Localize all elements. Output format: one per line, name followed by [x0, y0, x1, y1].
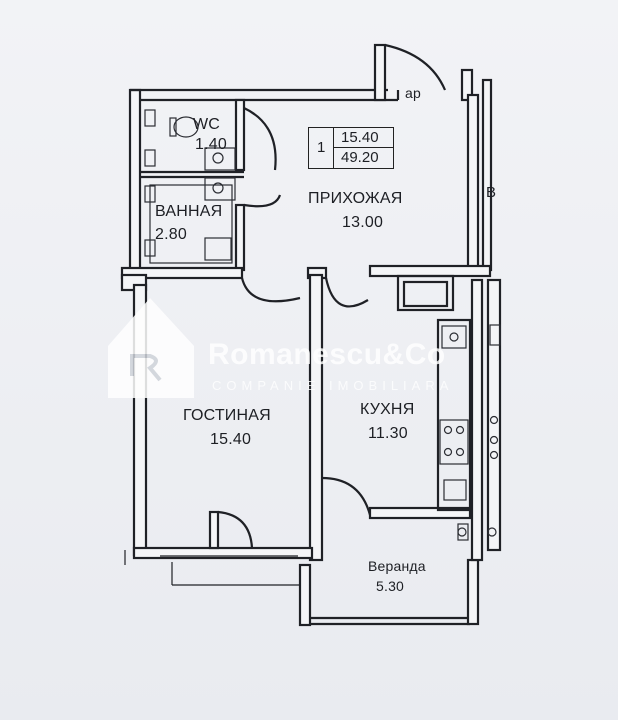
- wall-living-top: [120, 266, 244, 280]
- living-area-value: 15.40: [341, 129, 379, 146]
- apartment-summary-box: 1 15.40 49.20: [308, 127, 394, 169]
- wc-sink: [204, 147, 236, 171]
- wc-name: WC: [193, 116, 221, 133]
- wall-kitchen-right: [470, 278, 484, 562]
- watermark-brand: Romanescu&Co: [208, 338, 446, 371]
- wall-top-stub: [373, 43, 387, 102]
- kitchen-counter: [436, 318, 472, 512]
- wc-area: 1.40: [195, 136, 227, 153]
- bathtub: [149, 184, 233, 264]
- wall-kitchen-top: [368, 264, 492, 278]
- wall-bath-right: [234, 203, 246, 272]
- kitchen-sink: [441, 325, 467, 349]
- kitchen-name: КУХНЯ: [360, 401, 415, 418]
- veranda-area: 5.30: [376, 578, 405, 594]
- fragment-right: В: [486, 184, 497, 201]
- wall-kitchen-bottom: [368, 506, 472, 520]
- door-arc-wc: [243, 107, 277, 171]
- kitchen-niche: [396, 274, 455, 312]
- door-arc-balcony: [217, 510, 254, 549]
- toilet-fixture: [173, 116, 199, 138]
- hall-name: ПРИХОЖАЯ: [308, 190, 403, 207]
- living-name: ГОСТИНАЯ: [183, 407, 271, 424]
- hall-area: 13.00: [342, 214, 384, 231]
- door-arc-top: [384, 43, 447, 91]
- watermark-logo-icon: [108, 298, 194, 398]
- bath-area: 2.80: [155, 226, 187, 243]
- bath-name: ВАННАЯ: [155, 203, 223, 220]
- door-arc-living: [240, 277, 301, 303]
- total-area-value: 49.20: [341, 149, 379, 166]
- bath-sink: [204, 177, 236, 201]
- veranda-name: Веранда: [368, 558, 426, 574]
- living-area: 15.40: [210, 431, 252, 448]
- wall-living-bottom: [132, 546, 314, 560]
- door-arc-veranda: [321, 476, 372, 516]
- room-count: 1: [317, 139, 326, 156]
- stove: [439, 419, 469, 465]
- fixtures: [144, 109, 501, 541]
- watermark-subtitle: COMPANIE IMOBILIARA: [212, 378, 454, 393]
- wall-hall-right: [466, 93, 480, 272]
- door-arc-bath: [243, 194, 282, 208]
- kitchen-area: 11.30: [368, 425, 408, 442]
- door-arc-kitchen: [324, 277, 369, 308]
- wall-veranda-left: [298, 563, 312, 627]
- wall-living-kitchen: [308, 273, 324, 562]
- wall-wc-right: [234, 98, 246, 172]
- fragment-top: ар: [405, 85, 421, 101]
- walls: [120, 43, 502, 627]
- wall-left-upper: [128, 88, 142, 277]
